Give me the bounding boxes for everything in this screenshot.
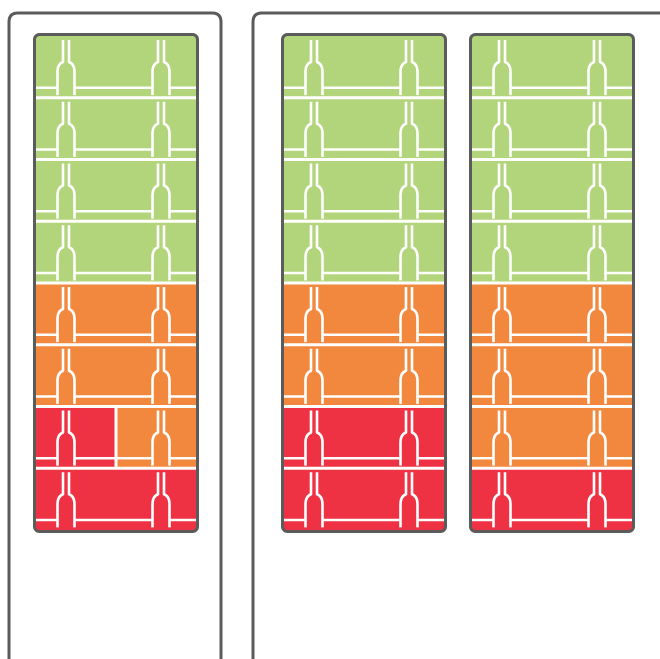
bottle-icon — [587, 225, 607, 281]
rack-frame — [469, 33, 635, 533]
bottle-icon — [399, 472, 419, 528]
bottle-icon — [56, 163, 76, 219]
bottle-icon — [492, 287, 512, 343]
rack-2 — [281, 33, 447, 533]
cabinet-outline — [251, 11, 660, 659]
bottle-icon — [304, 40, 324, 96]
bottle-icon — [151, 225, 171, 281]
bottle-icon — [492, 40, 512, 96]
shelf — [472, 343, 632, 407]
shelf — [284, 158, 444, 222]
shelf — [36, 96, 196, 160]
rack-frame — [281, 33, 447, 533]
shelf — [284, 36, 444, 98]
shelf — [284, 219, 444, 283]
bottle-icon — [399, 163, 419, 219]
shelf — [472, 405, 632, 469]
shelf — [472, 36, 632, 98]
bottle-icon — [492, 348, 512, 404]
bottle-icon — [587, 410, 607, 466]
bottle-icon — [151, 348, 171, 404]
bottle-icon — [492, 101, 512, 157]
bottle-icon — [492, 163, 512, 219]
shelf — [36, 36, 196, 98]
bottle-icon — [151, 40, 171, 96]
shelf — [36, 281, 196, 345]
bottle-icon — [587, 40, 607, 96]
bottle-icon — [151, 410, 171, 466]
shelf — [472, 158, 632, 222]
shelf — [284, 466, 444, 530]
shelf — [36, 343, 196, 407]
shelf — [36, 219, 196, 283]
bottle-icon — [399, 225, 419, 281]
bottle-icon — [56, 348, 76, 404]
bottle-icon — [492, 410, 512, 466]
bottle-icon — [587, 287, 607, 343]
shelf — [284, 96, 444, 160]
bottle-icon — [399, 348, 419, 404]
shelf — [36, 158, 196, 222]
shelf — [472, 96, 632, 160]
shelf — [36, 405, 196, 469]
rack-frame — [33, 33, 199, 533]
shelf — [36, 466, 196, 530]
bottle-icon — [492, 472, 512, 528]
bottle-icon — [56, 40, 76, 96]
bottle-icon — [587, 348, 607, 404]
bottle-icon — [399, 101, 419, 157]
bottle-icon — [587, 472, 607, 528]
bottle-icon — [304, 287, 324, 343]
bottle-icon — [399, 287, 419, 343]
bottle-icon — [587, 163, 607, 219]
bottle-icon — [304, 348, 324, 404]
bottle-icon — [151, 472, 171, 528]
bottle-icon — [304, 225, 324, 281]
bottle-icon — [492, 225, 512, 281]
bottle-icon — [304, 410, 324, 466]
rack-1 — [33, 33, 199, 533]
bottle-icon — [56, 225, 76, 281]
bottle-icon — [304, 163, 324, 219]
fridge-units — [7, 11, 660, 659]
bottle-icon — [151, 163, 171, 219]
shelf — [284, 343, 444, 407]
shelf — [472, 466, 632, 530]
bottle-icon — [151, 287, 171, 343]
bottle-icon — [304, 101, 324, 157]
cabinet-outline — [7, 11, 223, 659]
bottle-icon — [56, 101, 76, 157]
bottle-icon — [56, 472, 76, 528]
bottle-icon — [151, 101, 171, 157]
bottle-icon — [587, 101, 607, 157]
fridge-unit-left — [7, 11, 223, 659]
fridge-unit-right — [251, 11, 660, 659]
shelf — [284, 281, 444, 345]
bottle-icon — [304, 472, 324, 528]
bottle-icon — [399, 410, 419, 466]
bottle-icon — [56, 410, 76, 466]
shelf — [472, 281, 632, 345]
rack-3 — [469, 33, 635, 533]
bottle-icon — [56, 287, 76, 343]
bottle-icon — [399, 40, 419, 96]
shelf — [472, 219, 632, 283]
shelf — [284, 405, 444, 469]
